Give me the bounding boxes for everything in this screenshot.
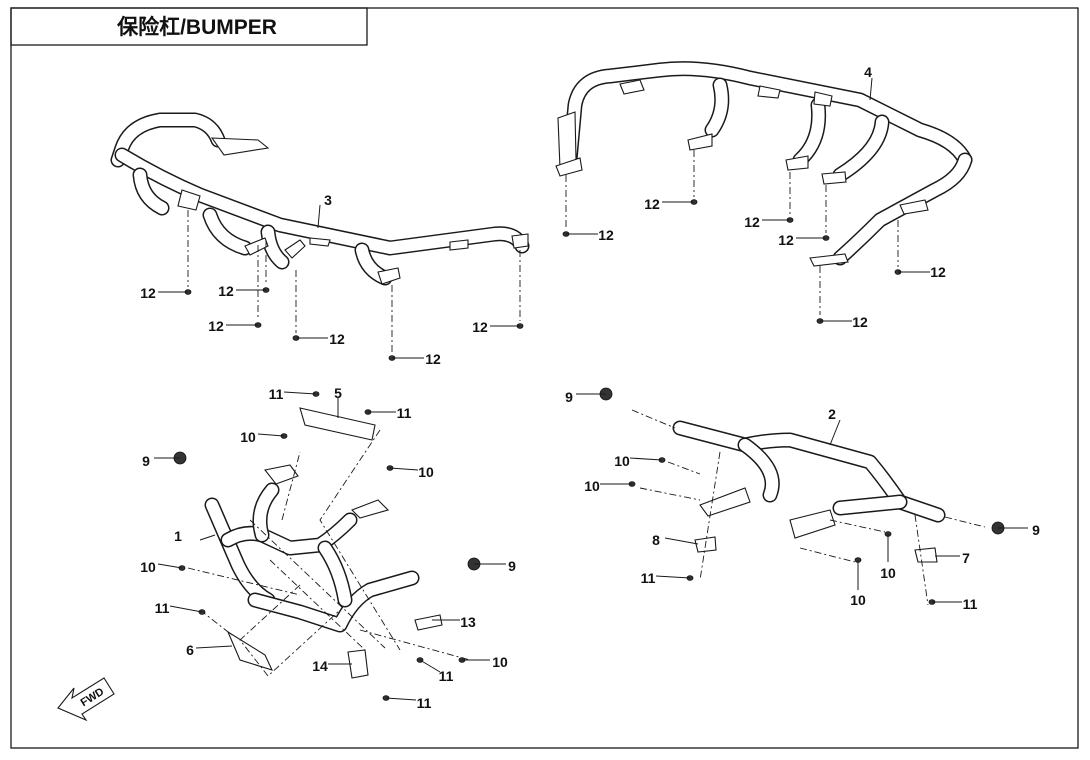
callout-p8: 8 — [652, 532, 660, 548]
callout-n10c: 10 — [140, 559, 156, 575]
callout-n12b: 12 — [218, 283, 234, 299]
leader-p8 — [664, 537, 699, 545]
leader-lines — [154, 77, 1028, 701]
callout-n10e: 10 — [614, 453, 630, 469]
leader-n11e — [385, 697, 417, 701]
callout-n10g: 10 — [880, 565, 896, 581]
callout-n11c: 11 — [155, 600, 170, 616]
callout-n10d: 10 — [492, 654, 508, 670]
leader-n11f — [655, 575, 691, 579]
callout-p13: 13 — [460, 614, 476, 630]
leader-n11a — [283, 391, 317, 395]
callout-n11a: 11 — [269, 386, 284, 402]
callout-n12i: 12 — [744, 214, 760, 230]
callout-n12a: 12 — [140, 285, 156, 301]
leader-p6 — [195, 645, 233, 649]
leader-n10e — [629, 457, 663, 461]
callout-n9a: 9 — [142, 453, 150, 469]
callout-n10b: 10 — [418, 464, 434, 480]
diagram-title: 保险杠/BUMPER — [116, 15, 277, 39]
hardware-group — [173, 199, 1005, 701]
callout-labels: 1234567813149999101010101010101011111111… — [140, 64, 1040, 711]
callout-n12c: 12 — [208, 318, 224, 334]
callout-n12j: 12 — [778, 232, 794, 248]
part-2-rear-bumper — [631, 409, 986, 606]
callout-n9b: 9 — [565, 389, 573, 405]
leader-p3 — [317, 204, 321, 229]
callout-n12g: 12 — [644, 196, 660, 212]
title-block — [10, 7, 368, 46]
callout-p14: 14 — [312, 658, 328, 674]
leader-n10c — [157, 563, 183, 569]
callout-n10a: 10 — [240, 429, 256, 445]
leader-p4 — [869, 77, 873, 101]
callout-n9c: 9 — [508, 558, 516, 574]
callout-n11g: 11 — [963, 596, 978, 612]
callout-n10h: 10 — [850, 592, 866, 608]
callout-n9d: 9 — [1032, 522, 1040, 538]
callout-p5: 5 — [334, 385, 342, 401]
callout-p4: 4 — [864, 64, 872, 80]
callout-p3: 3 — [324, 192, 332, 208]
callout-p1: 1 — [174, 528, 182, 544]
callout-n12k: 12 — [930, 264, 946, 280]
callout-n11b: 11 — [397, 405, 412, 421]
drawing-border — [10, 7, 1079, 749]
callout-n12f: 12 — [472, 319, 488, 335]
leader-p2 — [829, 419, 841, 446]
callout-n12e: 12 — [425, 351, 441, 367]
callout-n12l: 12 — [852, 314, 868, 330]
leader-p1 — [199, 534, 216, 541]
callout-p2: 2 — [828, 406, 836, 422]
fwd-arrow-icon: FWD — [57, 677, 115, 722]
callout-p6: 6 — [186, 642, 194, 658]
leader-n10b — [389, 467, 419, 471]
callout-n12d: 12 — [329, 331, 345, 347]
leader-n10a — [257, 433, 285, 437]
callout-n11f: 11 — [641, 570, 656, 586]
callout-n12h: 12 — [598, 227, 614, 243]
callout-n11d: 11 — [439, 668, 454, 684]
leader-n11c — [169, 605, 203, 613]
part-3-bumper-bar — [110, 112, 530, 286]
part-4-bumper-bar — [555, 61, 973, 267]
part-1-front-bumper — [187, 407, 471, 679]
leader-n11d — [419, 659, 441, 673]
callout-p7: 7 — [962, 550, 970, 566]
callout-n11e: 11 — [417, 695, 432, 711]
callout-n10f: 10 — [584, 478, 600, 494]
